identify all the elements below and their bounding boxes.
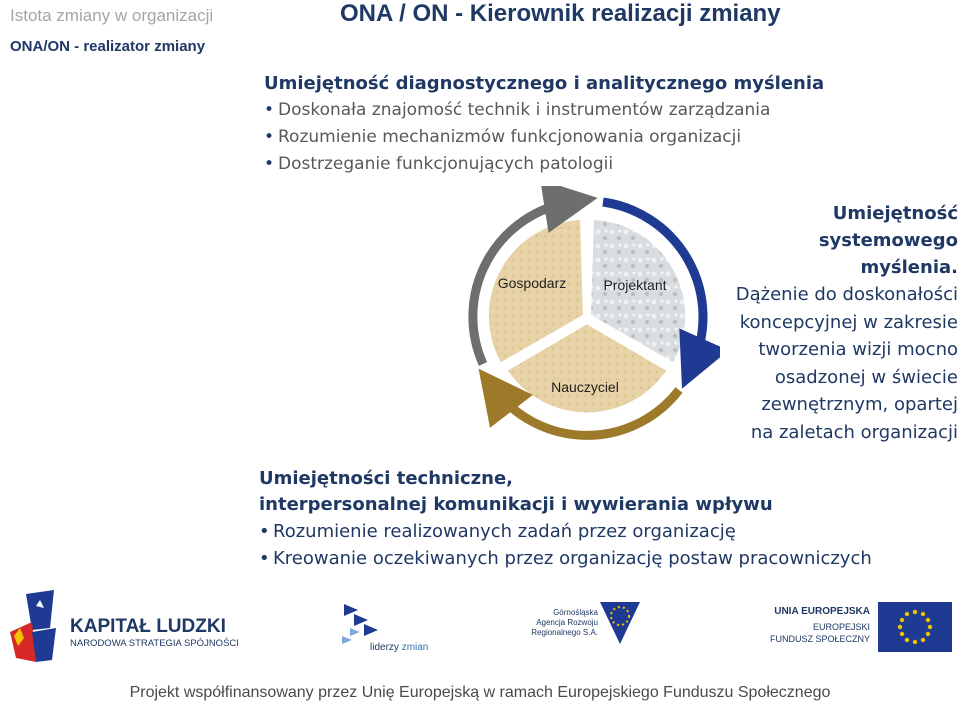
kapital-ludzki-title: KAPITAŁ LUDZKI xyxy=(70,616,226,637)
footer-text: Projekt współfinansowany przez Unię Euro… xyxy=(129,684,831,701)
ue-label-1: UNIA EUROPEJSKA xyxy=(774,606,870,617)
section-technical: Umiejętności techniczne, interpersonalne… xyxy=(259,466,872,572)
liderzy-zmian-logo-icon xyxy=(342,604,378,644)
list-item: •Rozumienie realizowanych zadań przez or… xyxy=(259,518,872,545)
bullet-icon: • xyxy=(259,521,270,542)
section-systemic-heading-line2: myślenia. xyxy=(860,257,958,278)
ue-label-2: EUROPEJSKI xyxy=(812,622,870,632)
kapital-ludzki-logo-icon xyxy=(10,590,56,662)
bullet-icon: • xyxy=(259,548,270,569)
section-technical-heading-line1: Umiejętności techniczne, xyxy=(259,468,514,489)
text-line: Dążenie do doskonałości xyxy=(735,284,958,305)
cycle-diagram: Gospodarz Projektant Nauczyciel xyxy=(468,186,720,440)
section-diagnostic: Umiejętność diagnostycznego i analityczn… xyxy=(264,70,824,178)
list-item: •Rozumienie mechanizmów funkcjonowania o… xyxy=(264,124,824,151)
eu-flag-icon xyxy=(878,602,952,652)
list-item: •Dostrzeganie funkcjonujących patologii xyxy=(264,151,824,178)
bullet-icon: • xyxy=(264,154,275,174)
section-systemic-heading-line1: Umiejętność systemowego xyxy=(818,203,958,251)
breadcrumb: Istota zmiany w organizacji xyxy=(10,6,214,25)
list-item: •Doskonała znajomość technik i instrumen… xyxy=(264,97,824,124)
text-line: osadzonej w świecie xyxy=(774,366,958,388)
kapital-ludzki-subtitle: NARODOWA STRATEGIA SPÓJNOŚCI xyxy=(70,638,239,649)
section-systemic: Umiejętność systemowego myślenia. Dążeni… xyxy=(690,200,958,446)
garr-logo-text: Górnośląska Agencja Rozwoju Regionalnego… xyxy=(531,608,598,637)
segment-label-projektant: Projektant xyxy=(603,277,666,293)
bullet-icon: • xyxy=(264,127,275,147)
liderzy-zmian-label: liderzy zmian xyxy=(370,642,429,653)
garr-flag-icon xyxy=(600,602,640,644)
page-subtitle: ONA/ON - realizator zmiany xyxy=(10,38,206,55)
text-line: koncepcyjnej w zakresie xyxy=(739,311,958,333)
logo-strip: KAPITAŁ LUDZKI NARODOWA STRATEGIA SPÓJNO… xyxy=(0,586,960,666)
list-item: •Kreowanie oczekiwanych przez organizacj… xyxy=(259,545,872,572)
page-title: ONA / ON - Kierownik realizacji zmiany xyxy=(340,0,781,27)
ue-label-3: FUNDUSZ SPOŁECZNY xyxy=(769,634,870,644)
segment-label-gospodarz: Gospodarz xyxy=(498,275,566,291)
arrow-brown-icon xyxy=(478,368,683,440)
section-diagnostic-heading: Umiejętność diagnostycznego i analityczn… xyxy=(264,73,825,94)
text-line: na zaletach organizacji xyxy=(750,421,958,443)
text-line: zewnętrznym, opartej xyxy=(761,394,958,415)
text-line: tworzenia wizji mocno xyxy=(758,339,958,360)
bullet-icon: • xyxy=(264,100,275,120)
arrow-blue-icon xyxy=(602,197,720,389)
section-technical-heading-line2: interpersonalnej komunikacji i wywierani… xyxy=(259,494,773,515)
segment-label-nauczyciel: Nauczyciel xyxy=(551,379,619,395)
arrow-gray-icon xyxy=(468,186,598,366)
